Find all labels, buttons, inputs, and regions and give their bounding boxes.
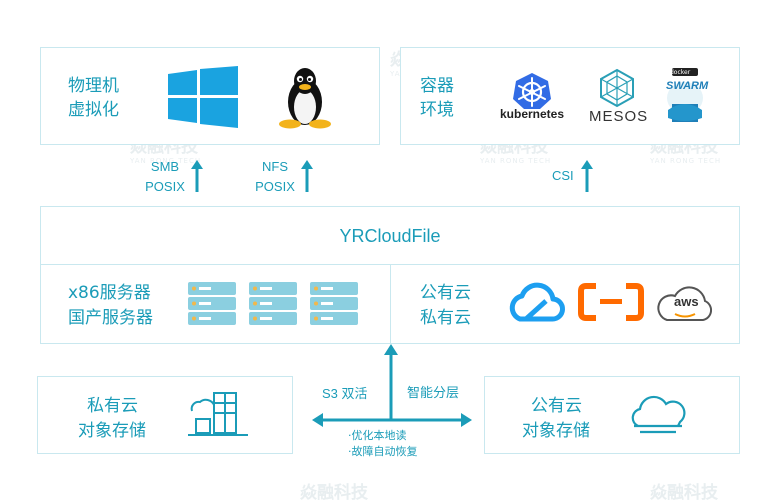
windows-logo-icon xyxy=(168,66,238,128)
arrow-up-center-icon xyxy=(384,344,398,420)
server-rack-icon xyxy=(310,282,358,325)
environment-label: 环境 xyxy=(420,100,454,120)
virtualization-label: 虚拟化 xyxy=(68,100,119,120)
cloud-icon xyxy=(631,395,686,434)
optimize-local-read-note: ·优化本地读 xyxy=(348,429,407,442)
container-label: 容器 xyxy=(420,76,454,96)
public-cloud-label: 公有云 xyxy=(420,283,471,303)
mesos-label: MESOS xyxy=(589,108,649,125)
arrow-up-right-icon xyxy=(581,160,593,192)
watermark: 焱融科技 xyxy=(650,483,718,503)
arrow-left-icon xyxy=(312,413,392,427)
kubernetes-label: kubernetes xyxy=(500,107,565,121)
x86-server-label: x86服务器 xyxy=(68,283,151,303)
public-cloud-storage-label: 公有云 xyxy=(531,396,582,416)
yrcloudfile-title: YRCloudFile xyxy=(339,226,441,246)
smb-label: SMB xyxy=(150,159,180,174)
private-cloud-storage-label: 私有云 xyxy=(87,396,138,416)
posix-label-left: POSIX xyxy=(145,179,185,194)
swarm-label: SWARM xyxy=(666,80,709,92)
tencent-cloud-icon xyxy=(509,282,565,322)
arrow-up-middle-icon xyxy=(301,160,313,192)
server-rack-icon xyxy=(249,282,297,325)
watermark: 焱融科技 xyxy=(300,483,368,503)
main-divider-vertical xyxy=(390,264,391,344)
private-cloud-label: 私有云 xyxy=(420,308,471,328)
object-storage-label-left: 对象存储 xyxy=(78,421,146,441)
object-storage-label-right: 对象存储 xyxy=(522,421,590,441)
server-rack-icon xyxy=(188,282,236,325)
linux-penguin-icon xyxy=(279,68,331,129)
aws-cloud-icon xyxy=(657,286,713,321)
nfs-label: NFS xyxy=(262,159,288,174)
aws-label: aws xyxy=(674,294,699,309)
csi-label: CSI xyxy=(552,168,574,183)
posix-label-right: POSIX xyxy=(255,179,295,194)
docker-badge: docker xyxy=(670,69,691,76)
domestic-server-label: 国产服务器 xyxy=(68,308,153,328)
auto-recovery-note: ·故障自动恢复 xyxy=(348,445,418,458)
private-object-storage-box xyxy=(37,376,293,454)
smart-tiering-label: 智能分层 xyxy=(407,385,460,400)
physical-machine-label: 物理机 xyxy=(68,76,119,96)
mesos-icon xyxy=(600,68,634,108)
physical-virtual-box xyxy=(40,47,380,145)
kubernetes-icon xyxy=(513,73,551,109)
arrow-right-icon xyxy=(390,413,472,427)
arrow-up-left-icon xyxy=(191,160,203,192)
docker-swarm-icon xyxy=(667,68,703,122)
s3-active-active-label: S3 双活 xyxy=(322,386,368,401)
building-icon xyxy=(188,392,248,436)
public-object-storage-box xyxy=(484,376,740,454)
aliyun-icon xyxy=(578,283,644,321)
